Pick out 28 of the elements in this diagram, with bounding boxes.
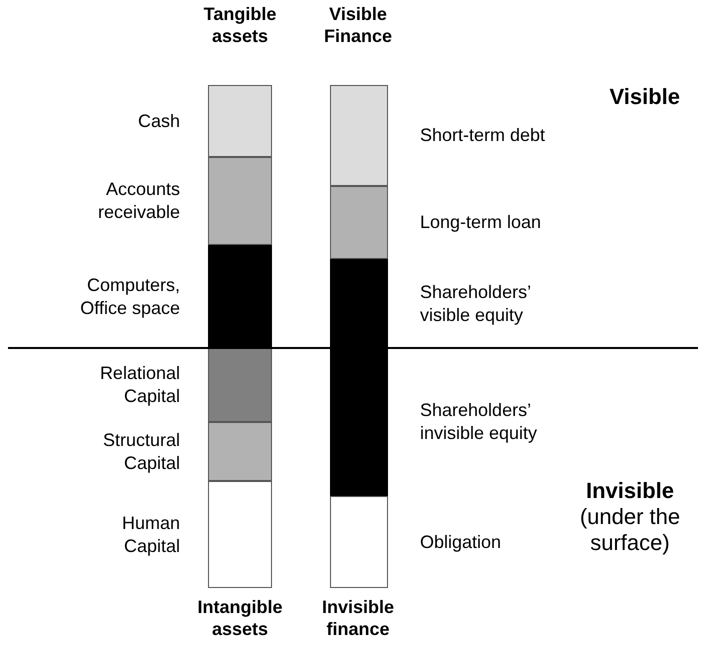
segment-label: Long-term loan xyxy=(420,211,542,234)
bar-segment xyxy=(208,157,272,245)
section-heading: Invisible (under the surface) xyxy=(578,478,682,556)
segment-label: Cash xyxy=(136,110,180,132)
bar-segment xyxy=(330,259,388,348)
bar-segment xyxy=(330,186,388,259)
segment-label: Computers, Office space xyxy=(79,274,180,320)
section-heading: Visible xyxy=(608,84,680,110)
column-heading: Invisible finance xyxy=(320,596,396,640)
bar-segment xyxy=(208,348,272,422)
segment-label: Shareholders’ invisible equity xyxy=(420,399,538,445)
column-heading: Intangible assets xyxy=(196,596,284,640)
bar-segment xyxy=(330,348,388,496)
bar-segment xyxy=(330,496,388,588)
bar-segment xyxy=(208,245,272,348)
bar-segment xyxy=(208,85,272,157)
segment-label: Structural Capital xyxy=(102,428,180,474)
segment-label: Short-term debt xyxy=(420,124,546,147)
segment-label: Shareholders’ visible equity xyxy=(420,280,532,326)
bar-segment xyxy=(208,481,272,588)
segment-label: Human Capital xyxy=(120,512,180,558)
column-heading: Tangible assets xyxy=(202,3,278,47)
bar-segment xyxy=(208,422,272,481)
bar-segment xyxy=(330,85,388,186)
segment-label: Obligation xyxy=(420,530,502,554)
column-heading: Visible Finance xyxy=(322,3,394,47)
segment-label: Relational Capital xyxy=(98,362,180,408)
segment-label: Accounts receivable xyxy=(96,178,180,224)
